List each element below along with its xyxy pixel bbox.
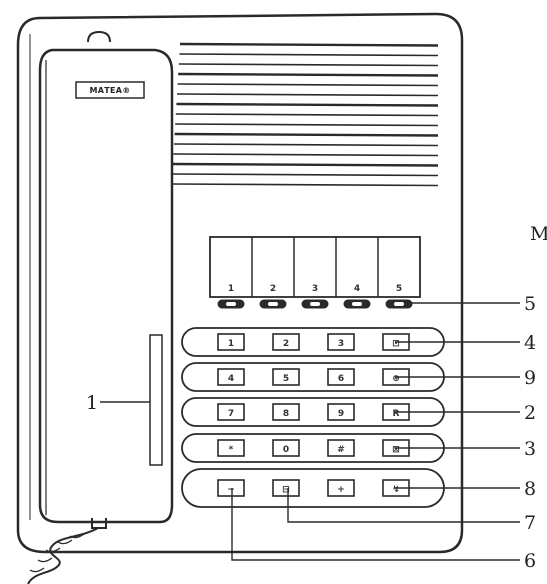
keypad-key-label: ↯ <box>392 485 400 495</box>
grille-slot <box>176 102 439 107</box>
keypad-key-label: 0 <box>283 445 289 455</box>
keypad-key-label: 6 <box>338 374 344 384</box>
callout-9: 9 <box>524 367 536 389</box>
memory-button-highlight <box>226 302 236 306</box>
keypad-key-label: ⊟ <box>282 485 290 495</box>
handset-cord-coil <box>29 533 85 573</box>
leader-lines <box>100 302 520 561</box>
callout-6: 6 <box>524 550 536 572</box>
keypad-key-label: 9 <box>338 409 344 419</box>
memory-slot-label: 2 <box>270 284 276 294</box>
keypad-key-label: 5 <box>283 374 289 384</box>
keypad-key[interactable] <box>272 368 300 386</box>
grille-slot <box>172 173 439 177</box>
memory-button-highlight <box>310 302 320 306</box>
leader-7 <box>287 488 520 523</box>
phone-body-outline <box>16 12 464 554</box>
keypad-key-label: ⊕ <box>392 374 400 384</box>
keypad-key[interactable] <box>217 368 245 386</box>
keypad: 1 2 3 ⊡ 4 5 6 ⊕ 7 8 9 R * 0 # ⊠ − ⊟ + ↯ <box>181 327 445 508</box>
grille-slot <box>175 123 439 127</box>
keypad-key-label: R <box>393 409 400 419</box>
grille-slot <box>173 143 439 147</box>
memory-panel: 1 2 3 4 5 <box>209 236 421 309</box>
keypad-key-label: 8 <box>283 409 289 419</box>
handset-outline <box>38 48 174 524</box>
memory-button-highlight <box>268 302 278 306</box>
keypad-key[interactable] <box>327 368 355 386</box>
keypad-key[interactable] <box>272 403 300 421</box>
keypad-key[interactable] <box>272 333 300 351</box>
memory-slot-label: 3 <box>312 284 318 294</box>
keypad-key[interactable] <box>327 439 355 457</box>
handset-cord <box>27 527 99 584</box>
grille-slot <box>171 183 439 187</box>
leader-6 <box>231 488 520 561</box>
memory-label-frame <box>209 236 421 298</box>
keypad-key-label: + <box>337 485 345 495</box>
keypad-key-label: ⊠ <box>392 445 400 455</box>
grille-slot <box>179 53 439 57</box>
grille-slot <box>174 132 439 137</box>
handset-cord-plug <box>91 518 107 529</box>
callout-8: 8 <box>524 478 536 500</box>
callout-1: 1 <box>86 392 98 414</box>
speaker-grille <box>171 42 439 187</box>
memory-slot-label: 1 <box>228 284 234 294</box>
keypad-key-label: 4 <box>228 374 234 384</box>
grille-slot <box>179 42 439 47</box>
memory-button-highlight <box>394 302 404 306</box>
keypad-key[interactable] <box>272 439 300 457</box>
keypad-key-label: 3 <box>338 339 344 349</box>
grille-slot <box>176 93 439 97</box>
callout-5: 5 <box>524 293 536 315</box>
keypad-key[interactable] <box>217 439 245 457</box>
grille-slot <box>175 113 439 117</box>
keypad-key[interactable] <box>327 403 355 421</box>
callout-2: 2 <box>524 402 536 424</box>
keypad-key[interactable] <box>272 479 300 497</box>
hook-notch <box>87 30 111 43</box>
grille-slot <box>172 162 439 167</box>
memory-button-highlight <box>352 302 362 306</box>
keypad-key[interactable] <box>327 479 355 497</box>
grille-slot <box>173 153 439 157</box>
grille-slot <box>177 83 439 87</box>
keypad-key[interactable] <box>217 403 245 421</box>
callout-4: 4 <box>524 332 536 354</box>
handset-side-panel <box>149 334 163 466</box>
keypad-key-label: ⊡ <box>392 339 400 349</box>
keypad-key-label: − <box>227 485 235 495</box>
keypad-key[interactable] <box>217 333 245 351</box>
keypad-key-label: 2 <box>283 339 289 349</box>
grille-slot <box>178 63 439 67</box>
memory-slot-label: 5 <box>396 284 402 294</box>
keypad-key-label: # <box>337 445 345 455</box>
keypad-key-label: * <box>229 445 234 455</box>
brand-label: МАТЕА® <box>89 86 130 95</box>
callout-3: 3 <box>524 438 536 460</box>
grille-slot <box>178 72 439 77</box>
memory-slot-label: 4 <box>354 284 360 294</box>
side-letter: M <box>530 223 547 245</box>
keypad-key[interactable] <box>327 333 355 351</box>
callout-7: 7 <box>524 512 536 534</box>
keypad-key-label: 1 <box>228 339 234 349</box>
keypad-key-label: 7 <box>228 409 234 419</box>
keypad-key[interactable] <box>217 479 245 497</box>
brand-plate <box>75 81 145 99</box>
